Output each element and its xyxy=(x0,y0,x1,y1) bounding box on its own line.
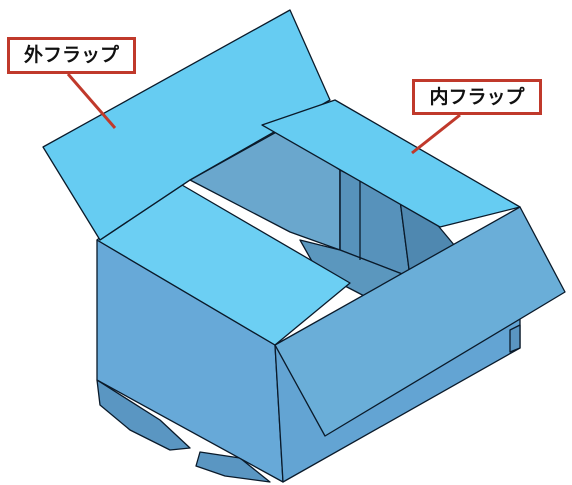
inner-flap-label: 内フラップ xyxy=(412,79,542,115)
inner-flap-leader-line xyxy=(411,113,461,155)
right-outer-flap xyxy=(274,206,566,437)
outer-flap-label: 外フラップ xyxy=(7,37,136,74)
outer-flap-fold-line xyxy=(99,179,191,241)
bottom-flap-right xyxy=(195,451,271,483)
outer-flap-leader-line xyxy=(66,73,117,129)
outer-flap xyxy=(42,9,331,241)
box-right-edge-strip xyxy=(509,324,521,353)
bottom-flap-left xyxy=(96,379,191,451)
